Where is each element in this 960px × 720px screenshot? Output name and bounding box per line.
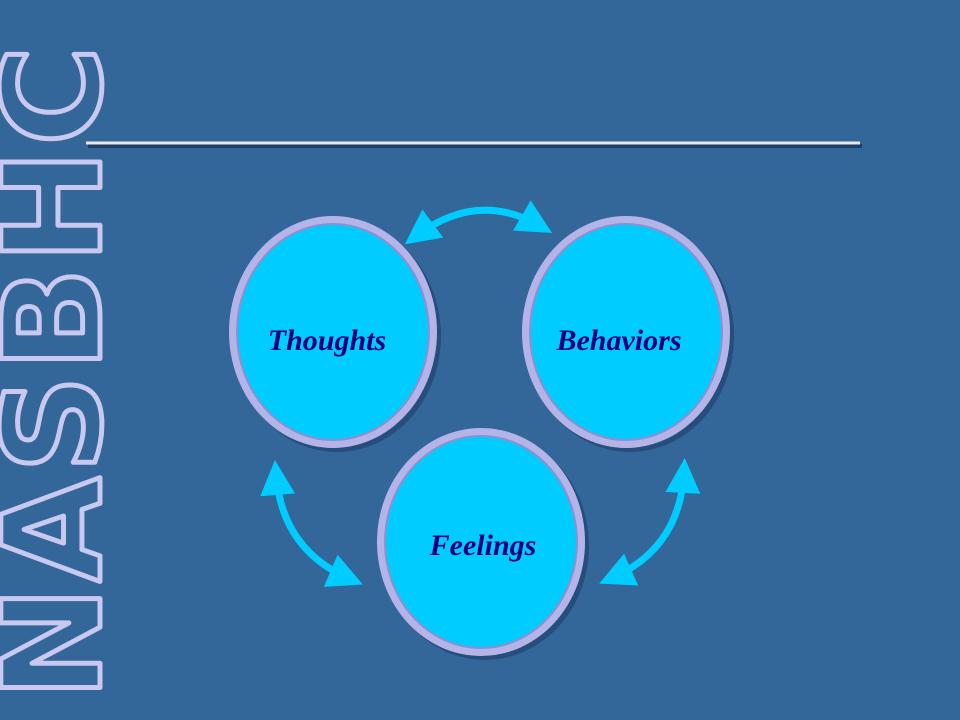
node-feelings: Feelings <box>377 428 589 660</box>
node-label-feelings: Feelings <box>429 529 537 562</box>
arrow-thoughts-behaviors <box>404 200 553 245</box>
node-behaviors: Behaviors <box>522 216 734 452</box>
node-label-thoughts: Thoughts <box>268 324 386 357</box>
node-thoughts: Thoughts <box>229 216 441 452</box>
arrow-behaviors-feelings <box>599 458 701 586</box>
title-rule <box>86 141 862 148</box>
nasbhc-logo: NASBHC <box>0 39 136 702</box>
node-label-behaviors: Behaviors <box>555 324 681 357</box>
logo-text: NASBHC <box>0 42 133 700</box>
arrow-thoughts-feelings <box>260 460 363 587</box>
